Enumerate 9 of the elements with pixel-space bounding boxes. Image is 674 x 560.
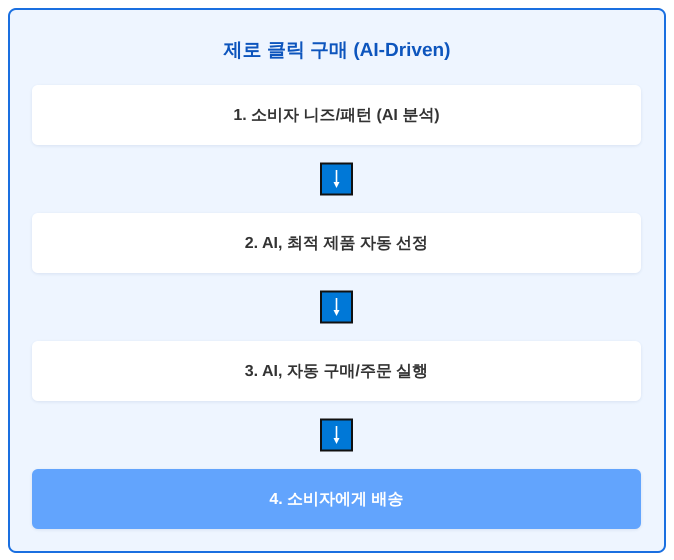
- process-box: [32, 85, 641, 145]
- process-box: [32, 341, 641, 401]
- step-text: 2. AI, 최적 제품 자동 선정: [244, 234, 428, 254]
- step-text: 1. 소비자 니즈/패턴 (AI 분석): [233, 106, 440, 126]
- process-box: [32, 469, 641, 529]
- diagram-title: 제로 클릭 구매 (AI-Driven): [222, 39, 452, 63]
- process-box: [32, 213, 641, 273]
- step-text: 3. AI, 자동 구매/주문 실행: [244, 362, 428, 382]
- step-text: 4. 소비자에게 배송: [269, 490, 404, 510]
